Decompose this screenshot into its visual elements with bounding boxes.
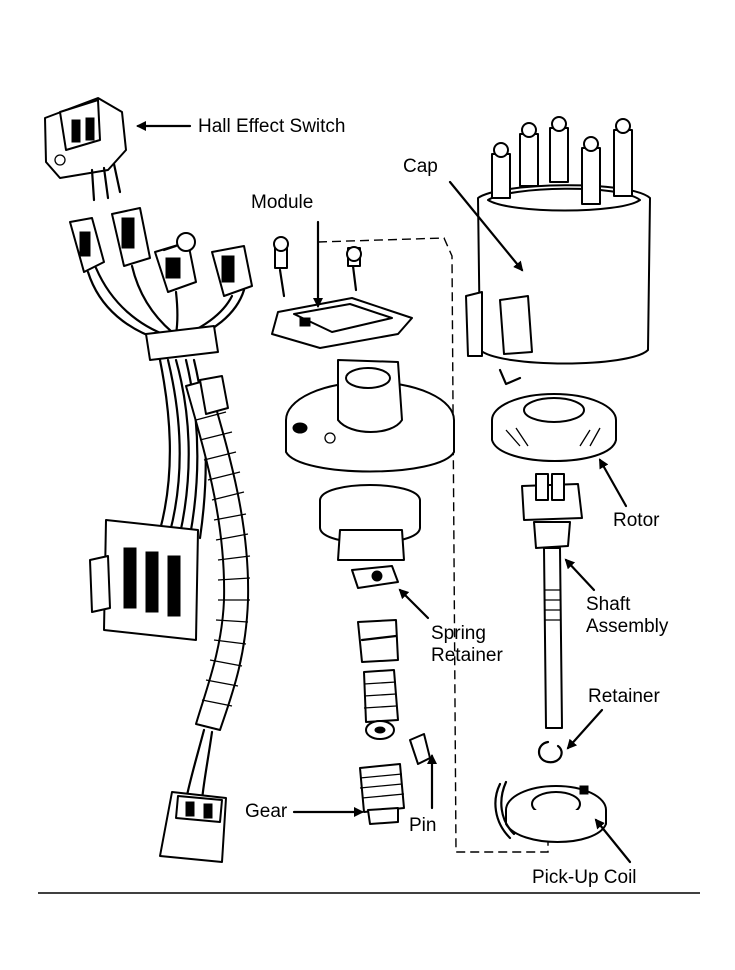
lower-shaft-parts (357, 619, 399, 740)
retainer-label: Retainer (588, 686, 660, 707)
leader-arrows (136, 121, 632, 864)
shaft-assembly-label-line1: Shaft (586, 594, 631, 615)
module-part (271, 236, 413, 349)
retainer-clip-part (537, 740, 563, 764)
pin-label: Pin (409, 815, 437, 836)
shaft-assembly-label-line2: Assembly (586, 616, 669, 637)
cap-label: Cap (403, 156, 438, 177)
rotor-part (491, 393, 617, 462)
pin-part (409, 733, 431, 765)
distributor-cap-part (465, 116, 651, 386)
pick-up-coil-label: Pick-Up Coil (532, 867, 637, 888)
gear-part (359, 763, 405, 825)
alignment-guide-line (317, 237, 549, 853)
hall-effect-switch-label: Hall Effect Switch (198, 116, 346, 137)
spring-retainer-label: Spring Retainer (431, 623, 503, 667)
wiring-harness-part (69, 207, 253, 863)
spring-retainer-part (351, 565, 399, 589)
pick-up-coil-part (494, 780, 607, 843)
spring-retainer-label-line2: Retainer (431, 645, 503, 666)
gear-label: Gear (245, 801, 288, 822)
hall-effect-switch-part (44, 97, 127, 202)
distributor-housing-part (285, 359, 455, 561)
shaft-assembly-label: Shaft Assembly (586, 594, 668, 638)
module-label: Module (251, 192, 314, 213)
rotor-label: Rotor (613, 510, 660, 531)
shaft-assembly-part (521, 473, 583, 729)
spring-retainer-label-line1: Spring (431, 623, 486, 644)
